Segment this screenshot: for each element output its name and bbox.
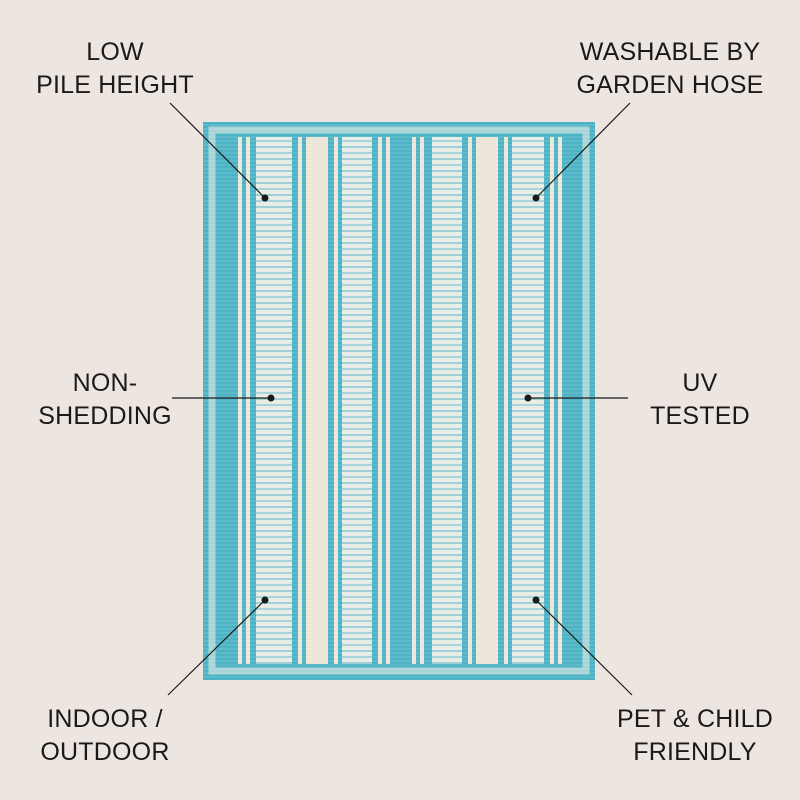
- feature-label-line: PILE HEIGHT: [36, 71, 194, 99]
- feature-label-non-shedding: NON- SHEDDING: [20, 367, 190, 433]
- feature-label-line: LOW: [86, 38, 144, 66]
- callout-dot-middle-right: [524, 394, 532, 402]
- callout-dot-bottom-right: [532, 596, 540, 604]
- callout-dot-bottom-left: [261, 596, 269, 604]
- feature-label-indoor-outdoor: INDOOR / OUTDOOR: [20, 703, 190, 769]
- callout-line-bottom-left: [167, 599, 266, 696]
- rug-texture: [203, 122, 595, 680]
- feature-label-low-pile-height: LOW PILE HEIGHT: [20, 36, 210, 102]
- callout-line-top-right: [535, 102, 631, 199]
- feature-label-line: WASHABLE BY: [579, 38, 761, 66]
- callout-line-bottom-right: [535, 599, 633, 696]
- feature-label-line: TESTED: [650, 402, 750, 430]
- feature-label-line: SHEDDING: [38, 402, 172, 430]
- feature-label-line: OUTDOOR: [40, 738, 170, 766]
- callout-dot-middle-left: [267, 394, 275, 402]
- feature-label-washable: WASHABLE BY GARDEN HOSE: [560, 36, 780, 102]
- feature-label-line: INDOOR /: [47, 705, 163, 733]
- callout-dot-top-right: [532, 194, 540, 202]
- callout-line-top-left: [169, 102, 266, 199]
- feature-label-line: UV: [682, 369, 718, 397]
- feature-label-uv-tested: UV TESTED: [620, 367, 780, 433]
- callout-dot-top-left: [261, 194, 269, 202]
- feature-label-line: GARDEN HOSE: [576, 71, 764, 99]
- feature-label-line: NON-: [72, 369, 138, 397]
- feature-label-line: FRIENDLY: [633, 738, 757, 766]
- feature-label-pet-child-friendly: PET & CHILD FRIENDLY: [600, 703, 790, 769]
- feature-label-line: PET & CHILD: [617, 705, 773, 733]
